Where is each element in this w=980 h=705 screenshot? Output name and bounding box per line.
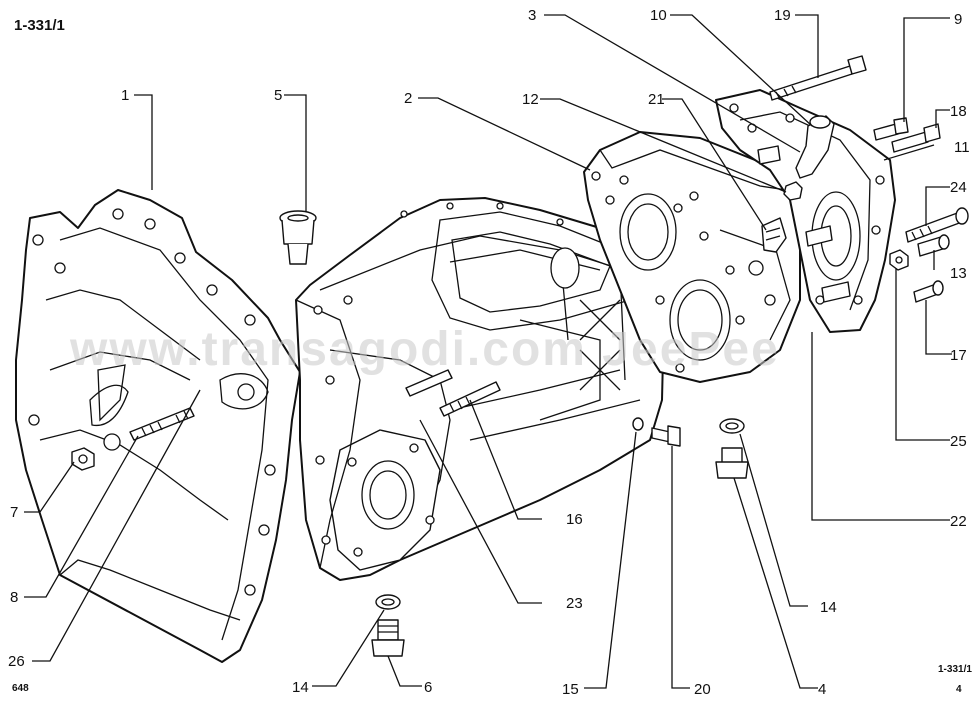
callout-24: 24 [950,179,967,196]
callout-16: 16 [566,511,583,528]
drawing-reference-top: 1-331/1 [14,17,65,34]
callout-12: 12 [522,91,539,108]
callout-1: 1 [121,87,129,104]
drawing-reference-bottom: 1-331/1 [938,664,972,675]
callout-21: 21 [648,91,665,108]
callout-22: 22 [950,513,967,530]
side-cover [715,89,896,333]
watermark-text: www.transagodi.com JeePee [69,323,780,376]
callout-19: 19 [774,7,791,24]
callout-7: 7 [10,504,18,521]
callout-14-right: 14 [820,599,837,616]
clutch-housing [15,189,301,663]
callout-5: 5 [274,87,282,104]
callout-13: 13 [950,265,967,282]
callout-10: 10 [650,7,667,24]
callout-labels: 1-331/1 1 2 3 4 5 6 7 8 9 10 11 12 13 14… [8,7,972,698]
callout-4: 4 [818,681,826,698]
callout-23: 23 [566,595,583,612]
callout-8: 8 [10,589,18,606]
drain-plugs [371,417,749,657]
fasteners [769,55,969,303]
callout-18: 18 [950,103,967,120]
callout-11: 11 [954,139,970,156]
gearbox-housing [295,197,666,581]
callout-26: 26 [8,653,25,670]
callout-3: 3 [528,7,536,24]
rear-cover [583,131,801,383]
page-number: 4 [956,684,962,695]
callout-9: 9 [954,11,962,28]
callout-2: 2 [404,90,412,107]
callout-20: 20 [694,681,711,698]
cap-part-5 [279,210,317,265]
callout-15: 15 [562,681,579,698]
callout-25: 25 [950,433,967,450]
leader-lines [24,14,952,689]
callout-14-left: 14 [292,679,309,696]
page-code: 648 [12,683,29,694]
callout-6: 6 [424,679,432,696]
callout-17: 17 [950,347,967,364]
